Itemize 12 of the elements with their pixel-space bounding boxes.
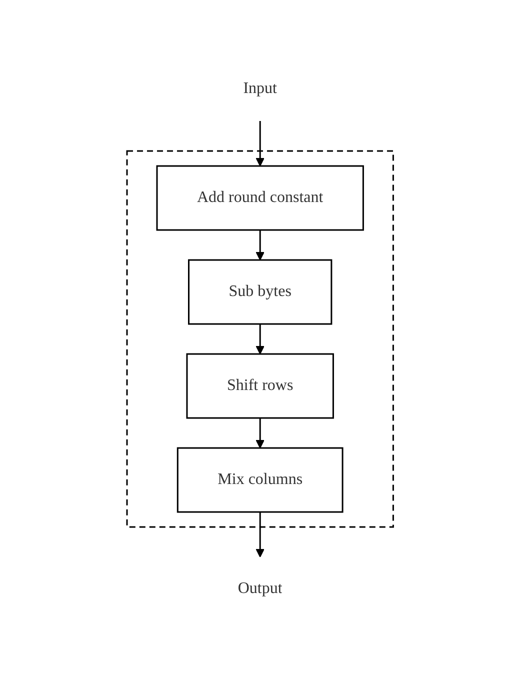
arrow [256,324,265,354]
cluster [126,150,394,528]
node-box: Mix columns [177,446,344,512]
node-text: Output [238,580,283,596]
arrow [256,512,265,557]
arrow [256,120,265,166]
arrow [256,230,265,260]
node-box: Add round constant [156,164,364,230]
arrow [256,418,265,448]
node-box: Shift rows [186,352,334,418]
node-box: Sub bytes [188,258,333,324]
node-text: Input [244,80,278,96]
